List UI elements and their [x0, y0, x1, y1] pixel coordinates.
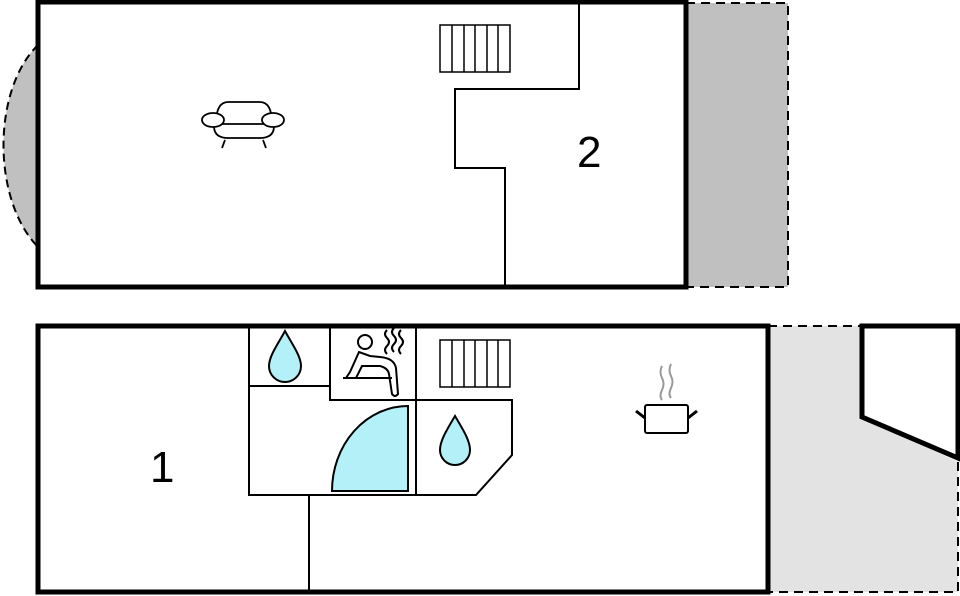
room-label-1: 1 [150, 443, 175, 492]
kitchen-pot-icon [635, 363, 698, 434]
stairs-icon [439, 24, 511, 73]
shower-icon [267, 328, 303, 383]
annex-wall [859, 323, 960, 462]
ground-floor [35, 323, 960, 595]
toilet-water-icon [438, 414, 472, 466]
stairs-icon [439, 339, 511, 388]
upper-internal-wall [454, 2, 580, 287]
patio-dashed-edge [768, 325, 959, 593]
upper-floor [2, 0, 789, 290]
sauna-icon [343, 327, 404, 397]
bay-window [2, 42, 39, 250]
room-label-2: 2 [577, 128, 602, 177]
sofa-icon [201, 101, 285, 149]
balcony [685, 2, 789, 288]
bathtub-icon [330, 404, 409, 492]
patio [768, 326, 958, 592]
bathroom-block [248, 326, 513, 592]
